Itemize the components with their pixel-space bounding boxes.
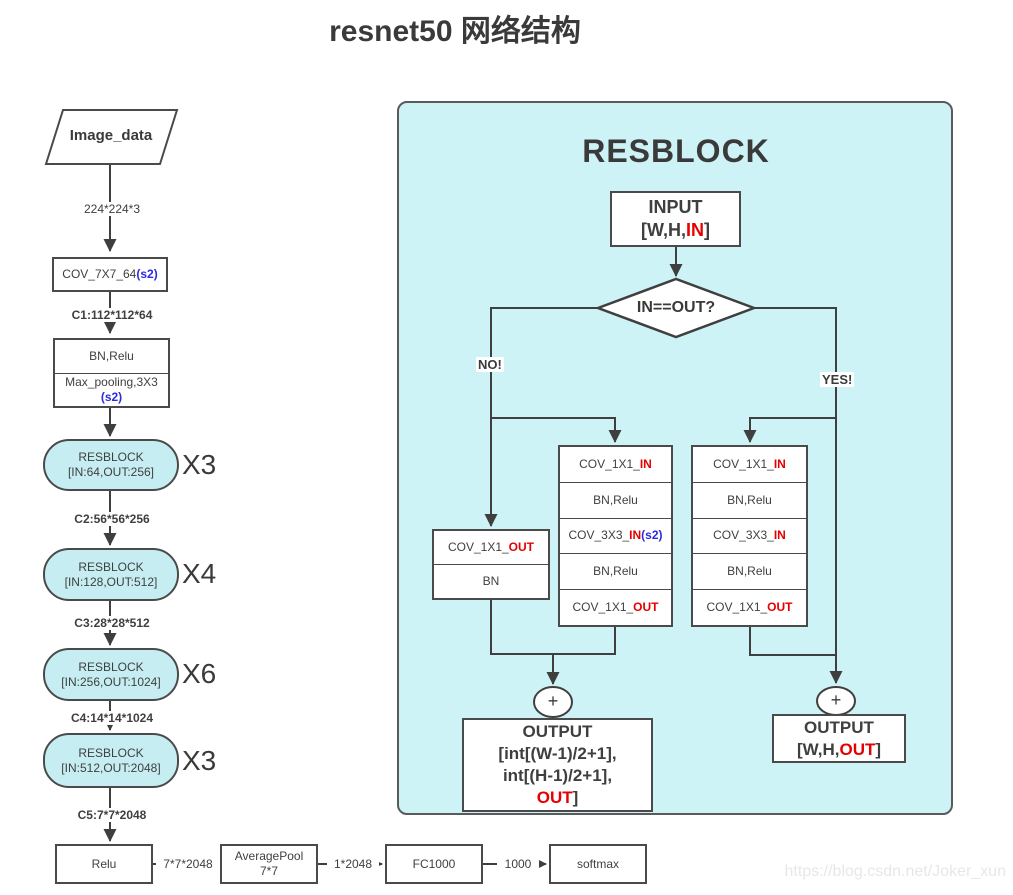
shortcut-bn-cell: BN <box>434 564 548 598</box>
edge-label-relu-avgpool: 7*7*2048 <box>156 857 220 871</box>
c4-shape-label: C4:14*14*1024 <box>45 711 179 725</box>
plus-sign-left: + <box>547 691 559 711</box>
shortcut-projection-box: COV_1X1_OUT BN <box>432 529 550 600</box>
relu-node: Relu <box>55 844 153 884</box>
edge-label-input-shape: 224*224*3 <box>70 202 154 216</box>
yes-col-cell-5: COV_1X1_OUT <box>693 589 806 625</box>
softmax-node: softmax <box>549 844 647 884</box>
no-branch-column: COV_1X1_IN BN,Relu COV_3X3_IN(s2) BN,Rel… <box>558 445 673 627</box>
no-col-cell-1: COV_1X1_IN <box>579 456 652 471</box>
resblock-panel-title: RESBLOCK <box>582 133 770 169</box>
plus-sign-right: + <box>830 690 842 710</box>
yes-col-cell-1: COV_1X1_IN <box>713 456 786 471</box>
c2-shape-label: C2:56*56*256 <box>48 512 176 526</box>
resblock-input-node: INPUT [W,H,IN] <box>610 191 741 247</box>
image-data-node-label: Image_data <box>69 127 153 144</box>
watermark-text: https://blog.csdn.net/Joker_xun <box>784 863 1006 880</box>
stage-3-multiplier: X6 <box>182 658 217 689</box>
no-col-cell-3: COV_3X3_IN(s2) <box>560 517 671 554</box>
stem-maxpool-cell: Max_pooling,3X3 (s2) <box>55 372 168 407</box>
output-no-node: OUTPUT [int[(W-1)/2+1], int[(H-1)/2+1], … <box>462 718 653 812</box>
c1-shape-label: C1:112*112*64 <box>45 308 179 322</box>
resblock-stage-3: RESBLOCK [IN:256,OUT:1024] <box>43 648 179 701</box>
yes-col-cell-3: COV_3X3_IN <box>693 517 806 554</box>
no-col-cell-4: BN,Relu <box>560 553 671 589</box>
yes-branch-label: YES! <box>820 372 855 387</box>
edge-label-fc-softmax: 1000 <box>497 857 539 871</box>
page-title: resnet50 网络结构 <box>329 15 581 48</box>
output-yes-node: OUTPUT [W,H,OUT] <box>772 714 906 763</box>
resblock-stage-2: RESBLOCK [IN:128,OUT:512] <box>43 548 179 601</box>
no-col-cell-5: COV_1X1_OUT <box>560 589 671 625</box>
stage-4-multiplier: X3 <box>182 745 217 776</box>
no-branch-label: NO! <box>476 357 504 372</box>
yes-col-cell-2: BN,Relu <box>693 481 806 518</box>
condition-diamond-shape <box>594 277 758 339</box>
stem-bn-relu-cell: BN,Relu <box>89 348 134 363</box>
avgpool-node: AveragePool 7*7 <box>220 844 318 884</box>
condition-label: IN==OUT? <box>636 299 716 316</box>
c3-shape-label: C3:28*28*512 <box>48 616 176 630</box>
yes-col-cell-4: BN,Relu <box>693 553 806 589</box>
stage-1-multiplier: X3 <box>182 449 217 480</box>
resblock-stage-1: RESBLOCK [IN:64,OUT:256] <box>43 439 179 491</box>
edge-label-avgpool-fc: 1*2048 <box>327 857 379 871</box>
no-col-cell-2: BN,Relu <box>560 481 671 518</box>
c5-shape-label: C5:7*7*2048 <box>48 808 176 822</box>
resblock-stage-4: RESBLOCK [IN:512,OUT:2048] <box>43 733 179 788</box>
shortcut-conv-cell: COV_1X1_OUT <box>447 540 535 554</box>
stem-node: BN,Relu Max_pooling,3X3 (s2) <box>53 338 170 408</box>
yes-branch-column: COV_1X1_IN BN,Relu COV_3X3_IN BN,Relu CO… <box>691 445 808 627</box>
conv1-node: COV_7X7_64(s2) <box>52 257 168 292</box>
input-parallelogram-shape <box>44 109 179 165</box>
stage-2-multiplier: X4 <box>182 558 217 589</box>
fc1000-node: FC1000 <box>385 844 483 884</box>
add-circle-left <box>533 686 573 718</box>
